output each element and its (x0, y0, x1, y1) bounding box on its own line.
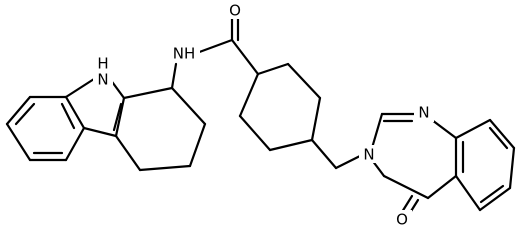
bond (170, 62, 178, 90)
atom-label-o-quinazolinone: O (396, 211, 408, 229)
double-bond (479, 184, 505, 204)
atom-label-h: H (97, 55, 108, 73)
benzene-ring-carbazole (5, 95, 86, 162)
bond (188, 122, 207, 168)
bond (238, 114, 272, 152)
bond (334, 154, 362, 170)
label-background (414, 104, 434, 122)
bond (64, 77, 96, 99)
label-background (359, 145, 379, 163)
bond (310, 138, 338, 170)
bond (400, 194, 414, 214)
bond (230, 38, 260, 76)
bond (5, 95, 32, 126)
atom-label-o-amide: O (229, 2, 241, 20)
bond (138, 164, 192, 172)
atom-label-n-carbazole: N (97, 71, 108, 89)
double-bond (112, 102, 123, 132)
bond (488, 118, 516, 150)
bond (478, 186, 512, 212)
atom-label-n1-quinazoline: N (418, 104, 429, 122)
bond (64, 95, 86, 130)
benzene-ring-quinazoline (454, 118, 516, 212)
bond (430, 118, 458, 140)
bond (238, 72, 260, 118)
label-background (93, 70, 113, 88)
bond (64, 126, 86, 162)
bond (114, 96, 126, 138)
bond (5, 122, 32, 162)
double-bond (488, 126, 509, 150)
bond (192, 38, 234, 56)
double-bond (60, 102, 76, 130)
molecule-drawing: H N NH O N N O (5, 1, 516, 229)
bond (256, 62, 290, 76)
bond (170, 86, 207, 126)
cyclohexane-ring-fused (114, 86, 207, 172)
pyrimidinone-ring (370, 112, 458, 218)
bond (114, 134, 142, 172)
cyclohexane-ring (238, 62, 322, 152)
label-background (225, 1, 245, 19)
bond (454, 174, 482, 212)
double-bond (14, 102, 36, 126)
chemical-structure-diagram: H N NH O N N O (5, 1, 516, 229)
bond (82, 126, 118, 138)
bond (286, 62, 322, 100)
bond (122, 86, 174, 100)
bond (310, 96, 322, 142)
atom-label-nh-amide: NH (173, 45, 196, 63)
bond (508, 146, 516, 190)
amide-group (192, 12, 260, 76)
bond (426, 174, 458, 200)
bond (268, 138, 314, 152)
label-background (392, 210, 412, 228)
bond (370, 112, 384, 150)
bond (454, 118, 492, 140)
atom-label-n3-quinazoline: N (363, 146, 374, 164)
label-background (93, 54, 113, 72)
label-background (168, 44, 200, 62)
bond (382, 174, 430, 200)
